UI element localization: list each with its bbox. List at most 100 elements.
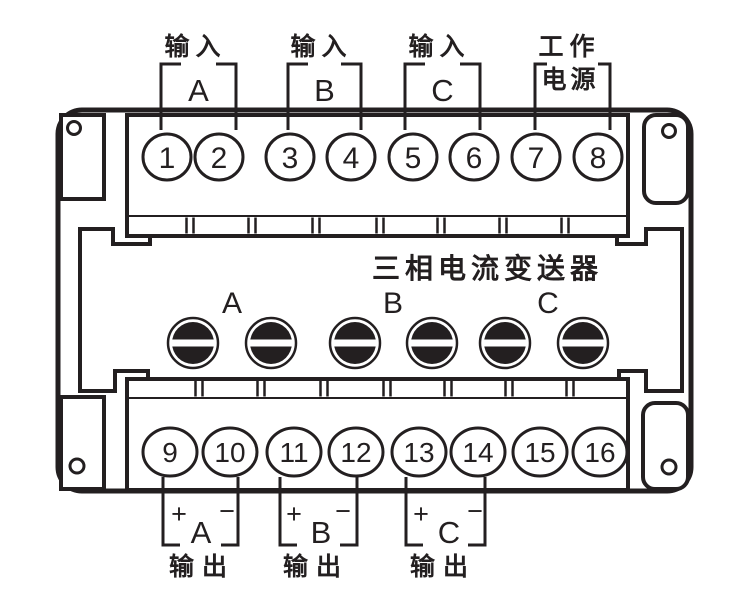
terminal-number: 3: [282, 142, 299, 175]
terminal-circle: [510, 132, 562, 182]
screw-slot: [249, 339, 293, 347]
bracket: [533, 62, 612, 130]
bracket: [404, 477, 487, 547]
terminal-circle: [201, 426, 259, 478]
adjust-screw: [478, 316, 532, 370]
bracket: [403, 62, 482, 130]
terminal-15: 15: [511, 426, 569, 478]
output-group-C: + −C输出: [404, 477, 487, 581]
phase-letter: C: [438, 515, 460, 550]
bracket: [159, 62, 238, 130]
terminal-11: 11: [265, 426, 323, 478]
output-group-B: + −B输出: [278, 477, 359, 581]
terminal-circle: [387, 132, 439, 182]
bracket: [286, 62, 363, 130]
adjust-screw: [405, 316, 459, 370]
terminal-number: 16: [584, 437, 615, 468]
output-label: 输出: [283, 552, 349, 581]
input-group-B: 输入 B: [286, 32, 363, 130]
input-label: 输入: [408, 32, 470, 61]
terminal-number: 8: [590, 142, 607, 175]
terminal-13: 13: [390, 426, 448, 478]
terminal-circle: [141, 132, 193, 182]
terminal-number: 2: [211, 142, 228, 175]
phase-letter: C: [431, 73, 453, 108]
terminal-circle: [141, 426, 199, 478]
mount-tab-bottom-right: [641, 401, 690, 491]
terminal-circle: [325, 132, 377, 182]
bracket: [278, 477, 359, 547]
plus-sign: +: [171, 499, 187, 529]
terminal-circle: [448, 132, 500, 182]
terminal-circle: [511, 426, 569, 478]
adjuster-phase-B: B: [383, 287, 403, 320]
power-label-line2: 电源: [541, 66, 599, 94]
terminal-9: 9: [141, 426, 199, 478]
terminal-number: 5: [405, 142, 422, 175]
adjust-screw: [244, 316, 298, 370]
mount-hole-top-right: [661, 123, 677, 139]
input-label: 输入: [290, 32, 352, 61]
terminal-number: 1: [159, 142, 176, 175]
terminal-6: 6: [448, 132, 500, 182]
phase-letter: A: [191, 515, 212, 550]
terminal-5: 5: [387, 132, 439, 182]
terminal-4: 4: [325, 132, 377, 182]
output-label: 输出: [410, 552, 476, 581]
terminal-1: 1: [141, 132, 193, 182]
terminal-8: 8: [572, 132, 624, 182]
terminal-number: 12: [340, 437, 371, 468]
terminal-number: 10: [214, 437, 245, 468]
mount-hole-bottom-left: [68, 457, 86, 475]
terminal-16: 16: [571, 426, 629, 478]
adjuster-phase-C: C: [537, 287, 559, 320]
phase-letter: B: [311, 515, 332, 550]
terminal-2: 2: [193, 132, 245, 182]
mount-hole-bottom-right: [660, 458, 678, 476]
input-group-C: 输入 C: [403, 32, 482, 130]
terminal-14: 14: [449, 426, 507, 478]
mount-tab-top-right: [642, 113, 690, 205]
terminal-number: 14: [462, 437, 493, 468]
power-label-line1: 工作: [538, 33, 600, 61]
terminal-number: 11: [279, 437, 308, 468]
terminal-number: 6: [466, 142, 483, 175]
screw-slot: [483, 339, 527, 347]
adjust-screw: [166, 316, 220, 370]
adjuster-phase-A: A: [222, 287, 242, 320]
terminal-circle: [572, 132, 624, 182]
terminal-circle: [264, 132, 316, 182]
terminal-dividers: [185, 217, 575, 397]
screw-slot: [171, 339, 215, 347]
output-group-A: +−A输出: [161, 477, 240, 581]
phase-letter: B: [314, 73, 335, 108]
terminal-circle: [390, 426, 448, 478]
middle-case-outline: [78, 227, 684, 393]
bracket: [161, 477, 240, 547]
terminal-circle: [265, 426, 323, 478]
terminal-number: 9: [162, 437, 178, 468]
input-label: 输入: [164, 32, 226, 61]
minus-sign: −: [219, 496, 235, 526]
device-title: 三相电流变送器: [372, 252, 603, 284]
terminal-circle: [571, 426, 629, 478]
input-group-A: 输入A: [159, 32, 238, 130]
minus-sign: −: [335, 496, 351, 526]
terminal-circle: [327, 426, 385, 478]
terminal-circle: [193, 132, 245, 182]
minus-sign: −: [467, 496, 483, 526]
screw-slot: [410, 339, 454, 347]
terminal-number: 7: [528, 142, 545, 175]
adjust-screw: [556, 316, 610, 370]
terminal-circle: [449, 426, 507, 478]
terminal-number: 13: [403, 437, 434, 468]
plus-sign: +: [413, 499, 429, 529]
terminal-7: 7: [510, 132, 562, 182]
plus-sign: +: [286, 499, 302, 529]
terminal-3: 3: [264, 132, 316, 182]
mount-hole-top-left: [66, 120, 82, 136]
